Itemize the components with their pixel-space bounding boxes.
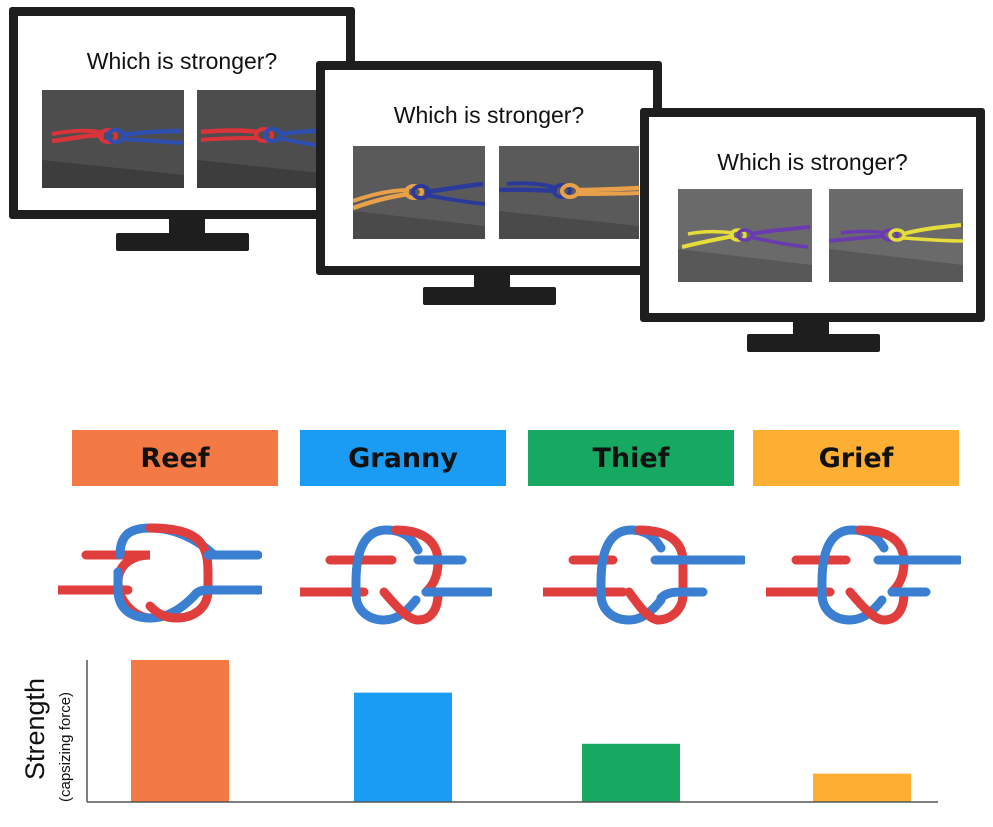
monitor-screen: Which is stronger? [640, 108, 985, 322]
thief-knot-diagram-icon [543, 525, 745, 625]
bar-thief [582, 743, 680, 802]
monitor-base [423, 287, 556, 305]
knot-photo-left[interactable] [353, 146, 485, 239]
knot-label-thief: Thief [528, 430, 734, 486]
granny-knot-diagram-icon [300, 525, 492, 625]
rope-photo-icon [197, 90, 339, 188]
bar-grief [813, 773, 911, 802]
monitor-base [116, 233, 249, 251]
rope-photo-icon [829, 189, 963, 282]
y-axis-label: Strength [20, 678, 50, 780]
knot-label-granny: Granny [300, 430, 506, 486]
rope-photo-icon [678, 189, 812, 282]
y-axis-sublabel: (capsizing force) [57, 692, 74, 802]
knot-label-grief: Grief [753, 430, 959, 486]
knot-photo-right[interactable] [829, 189, 963, 282]
question-text: Which is stronger? [86, 48, 278, 74]
rope-photo-icon [353, 146, 485, 239]
reef-knot-diagram-icon [58, 523, 262, 623]
rope-photo-icon [499, 146, 639, 239]
strength-bar-chart: Strength (capsizing force) [20, 660, 938, 803]
grief-knot-diagram-icon [766, 525, 961, 625]
question-text: Which is stronger? [393, 102, 585, 128]
knot-photo-right[interactable] [197, 90, 339, 188]
monitor-base [747, 334, 880, 352]
monitor-screen: Which is stronger? [9, 7, 355, 219]
knot-photo-right[interactable] [499, 146, 639, 239]
knot-photo-left[interactable] [42, 90, 184, 188]
monitor-neck [793, 322, 829, 336]
bars-group [131, 660, 911, 802]
rope-photo-icon [42, 90, 184, 188]
monitor-screen: Which is stronger? [316, 61, 662, 275]
knot-label-reef: Reef [72, 430, 278, 486]
knot-photo-left[interactable] [678, 189, 812, 282]
bar-reef [131, 660, 229, 802]
question-text: Which is stronger? [717, 149, 908, 175]
bar-granny [354, 692, 452, 802]
